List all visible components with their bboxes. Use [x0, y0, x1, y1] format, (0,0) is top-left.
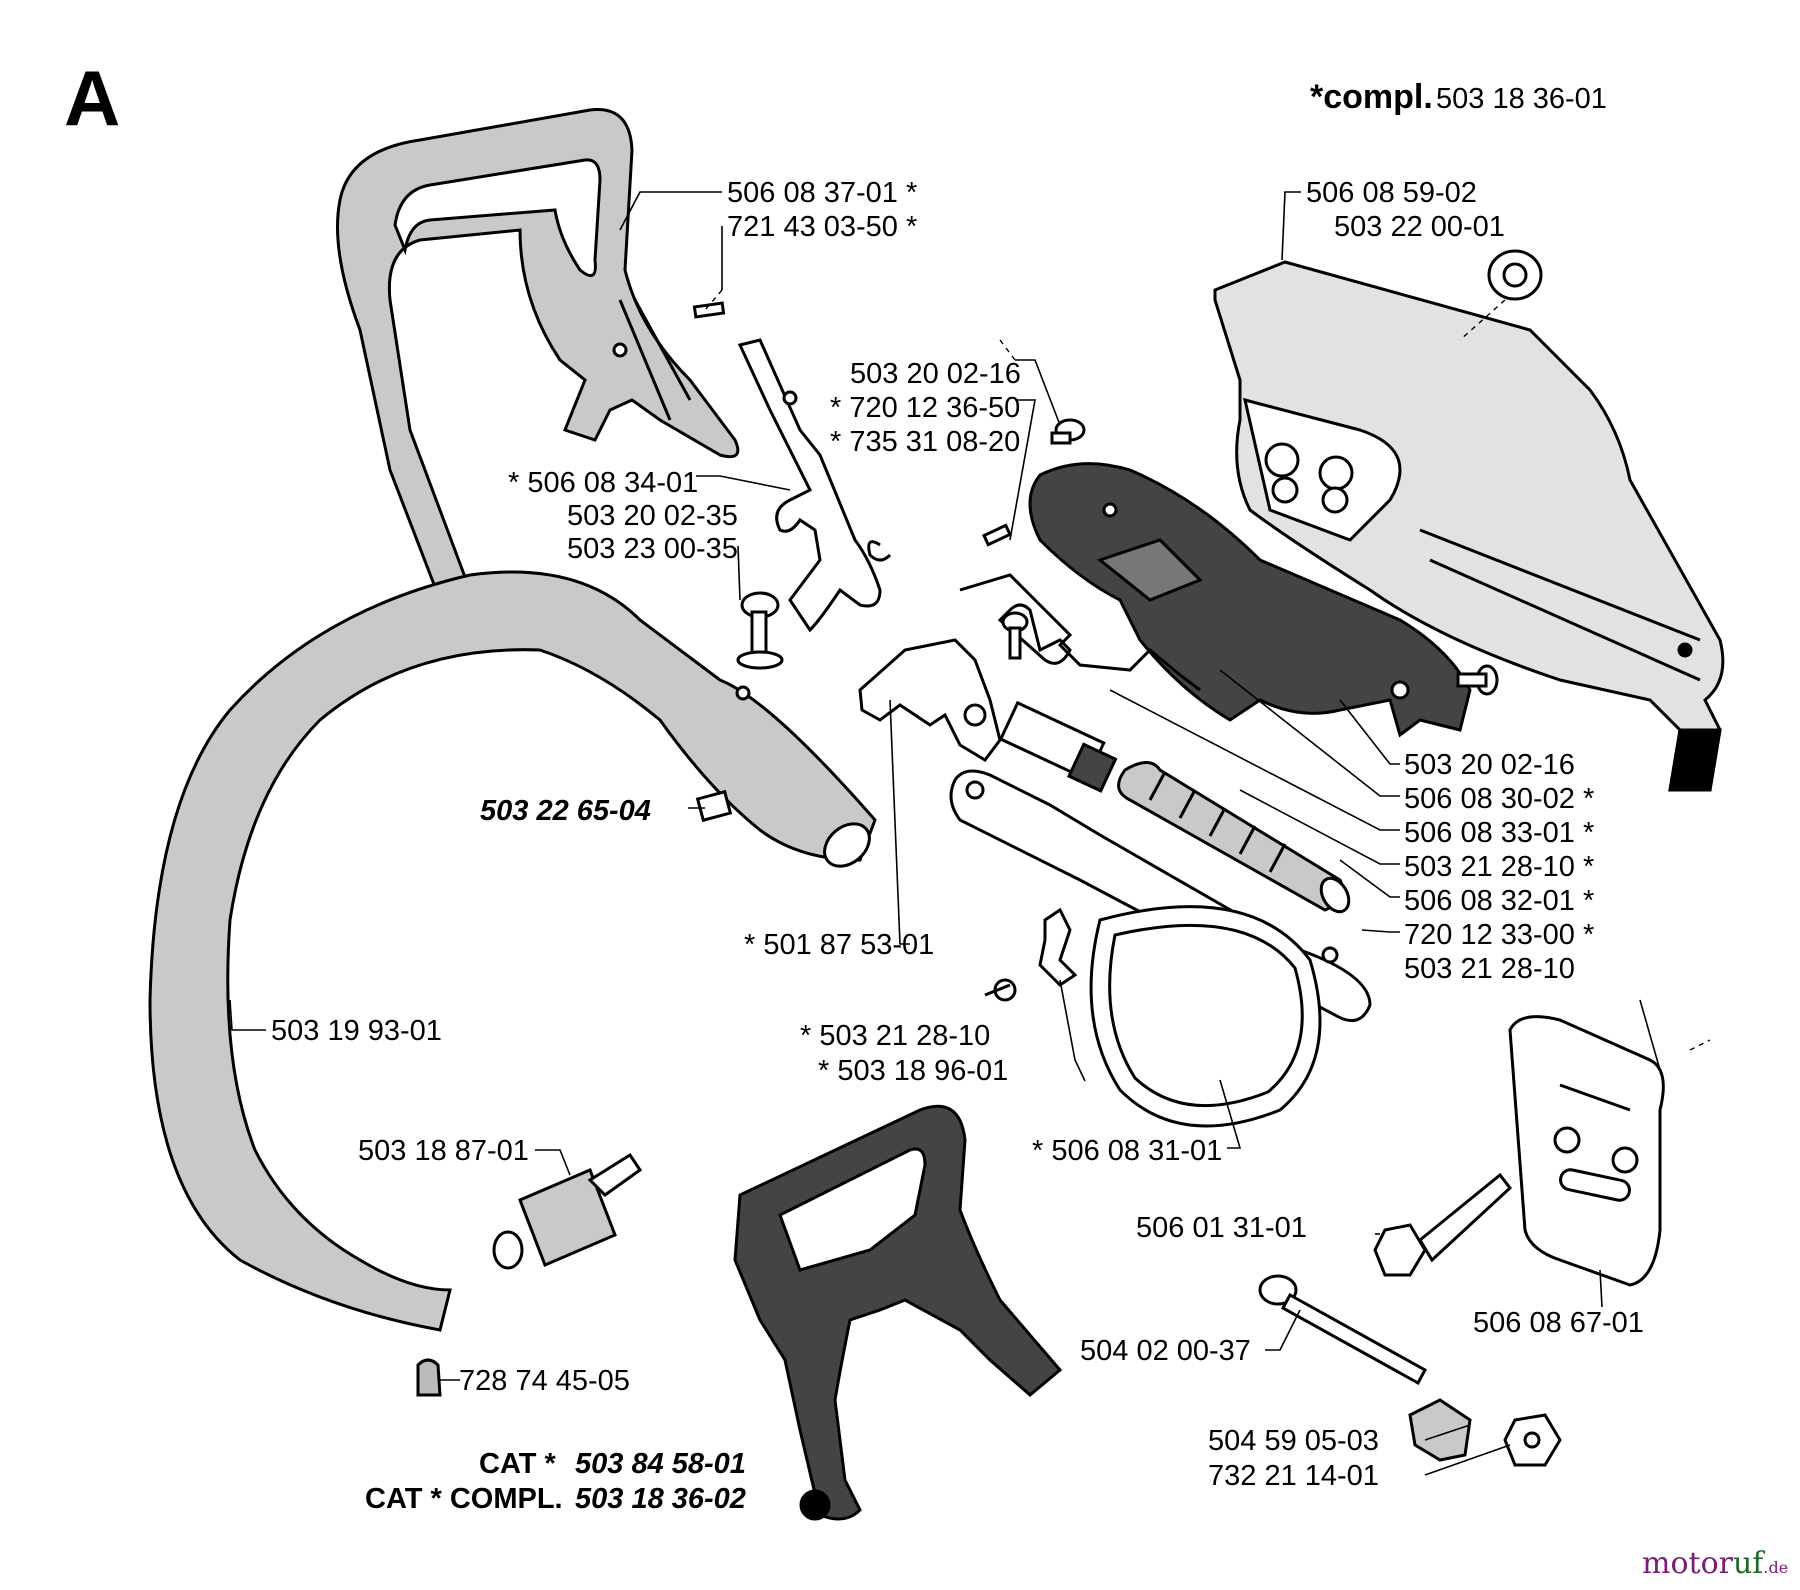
bar-bolt-drawing	[1373, 1172, 1513, 1277]
part-label-503-20-02-16-top: 503 20 02-16	[850, 358, 1021, 390]
part-label-732-21-14-01: 732 21 14-01	[1208, 1460, 1379, 1492]
cat-line-1-prefix: CAT *	[479, 1448, 557, 1480]
part-label-728-74-45-05: 728 74 45-05	[459, 1365, 630, 1397]
cat-line-2-prefix: CAT * COMPL.	[365, 1483, 563, 1515]
rear-handle-drawing	[336, 108, 740, 603]
complete-assembly-label: *compl. 503 18 36-01	[1310, 78, 1607, 116]
part-label-735-31-08-20: * 735 31 08-20	[830, 426, 1020, 458]
bracket-clip-drawing	[984, 907, 1078, 1002]
watermark-part-b: uf	[1733, 1546, 1765, 1581]
leader-lines	[229, 191, 1711, 1476]
part-label-506-08-37-01: 506 08 37-01 *	[727, 177, 917, 209]
front-handle-guard-drawing	[733, 1104, 1063, 1521]
svg-text:motoruf.de: motoruf.de	[1642, 1546, 1788, 1581]
part-label-503-22-65-04: 503 22 65-04	[480, 795, 651, 827]
guide-plate-drawing	[1508, 1015, 1665, 1287]
cat-line-2: CAT * COMPL. 503 18 36-02	[365, 1483, 746, 1515]
brake-mechanism-drawing	[858, 603, 1118, 793]
part-label-503-23-00-35: 503 23 00-35	[567, 533, 738, 565]
brake-band-drawing	[1089, 905, 1322, 1128]
square-nut-drawing	[695, 789, 733, 823]
part-label-503-19-93-01: 503 19 93-01	[271, 1015, 442, 1047]
part-label-503-21-28-10-a: 503 21 28-10 *	[1404, 851, 1594, 883]
watermark-part-a: motor	[1642, 1546, 1734, 1581]
compl-label: *compl.	[1310, 78, 1433, 116]
part-label-506-01-31-01: 506 01 31-01	[1136, 1212, 1307, 1244]
chain-brake-cover-drawing	[1028, 462, 1472, 738]
cat-line-1-number: 503 84 58-01	[575, 1448, 746, 1480]
part-label-503-20-02-16-right: 503 20 02-16	[1404, 749, 1575, 781]
part-label-504-59-05-03: 504 59 05-03	[1208, 1425, 1379, 1457]
part-label-501-87-53-01: * 501 87 53-01	[744, 929, 934, 961]
part-label-503-21-28-10-b: 503 21 28-10	[1404, 953, 1575, 985]
cat-line-2-number: 503 18 36-02	[575, 1483, 746, 1515]
part-label-503-22-00-01: 503 22 00-01	[1334, 211, 1505, 243]
throttle-lever-drawing	[692, 301, 892, 633]
clutch-cover-drawing	[1213, 260, 1725, 792]
part-label-506-08-31-01: * 506 08 31-01	[1032, 1135, 1222, 1167]
front-handle-bar-drawing	[148, 570, 877, 1332]
part-label-503-18-96-01: * 503 18 96-01	[818, 1055, 1008, 1087]
set-screw-drawing	[416, 1358, 442, 1397]
part-label-506-08-34-01: * 506 08 34-01	[508, 467, 698, 499]
part-label-506-08-67-01: 506 08 67-01	[1473, 1307, 1644, 1339]
part-label-720-12-36-50: * 720 12 36-50	[830, 392, 1020, 424]
part-label-503-20-02-35: 503 20 02-35	[567, 500, 738, 532]
cat-line-1: CAT * 503 84 58-01	[479, 1448, 746, 1480]
part-label-503-21-28-10-c: * 503 21 28-10	[800, 1020, 990, 1052]
part-label-721-43-03-50: 721 43 03-50 *	[727, 211, 917, 243]
screw-washer-drawing	[736, 591, 784, 670]
wire-spring-drawing	[959, 573, 1201, 692]
small-screws-drawing	[982, 418, 1499, 696]
anti-vibration-screw-drawing	[492, 1152, 643, 1270]
part-label-720-12-33-00: 720 12 33-00 *	[1404, 919, 1594, 951]
brake-spring-drawing	[1117, 761, 1351, 914]
compl-number: 503 18 36-01	[1436, 83, 1607, 115]
tensioner-screw-drawing	[1258, 1274, 1562, 1467]
part-label-506-08-30-02: 506 08 30-02 *	[1404, 783, 1594, 815]
section-letter: A	[64, 54, 120, 142]
cover-nut-drawing	[1487, 249, 1543, 301]
part-label-506-08-33-01: 506 08 33-01 *	[1404, 817, 1594, 849]
part-label-506-08-59-02: 506 08 59-02	[1306, 177, 1477, 209]
part-label-506-08-32-01: 506 08 32-01 *	[1404, 885, 1594, 917]
watermark-logo: motoruf.de	[1642, 1546, 1788, 1581]
part-label-503-18-87-01: 503 18 87-01	[358, 1135, 529, 1167]
watermark-suffix: .de	[1763, 1558, 1788, 1577]
part-label-504-02-00-37: 504 02 00-37	[1080, 1335, 1251, 1367]
